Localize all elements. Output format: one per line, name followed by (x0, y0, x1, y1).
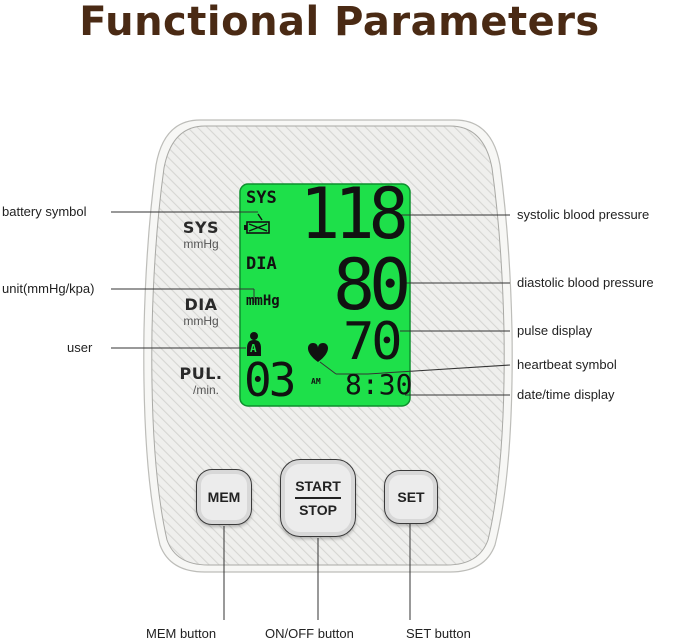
callout-unit: unit(mmHg/kpa) (2, 281, 95, 296)
device-dia-main: DIA (184, 295, 218, 314)
device-pul-unit: /min. (192, 383, 219, 397)
lcd-systolic-value: 118 (300, 173, 409, 255)
device-pul-main: PUL. (179, 364, 223, 383)
callout-set-button: SET button (406, 626, 471, 641)
start-stop-divider (295, 497, 341, 499)
mem-button-label: MEM (207, 489, 241, 505)
battery-icon (244, 213, 270, 234)
lcd-diastolic-value: 80 (333, 244, 411, 326)
lcd-dia-label: DIA (246, 254, 277, 274)
start-stop-button[interactable]: START STOP (280, 459, 356, 537)
lcd-user-letter: A (250, 342, 257, 355)
device-sys-label: SYS mmHg (168, 218, 234, 251)
device-sys-unit: mmHg (183, 237, 219, 251)
lcd-unit-label: mmHg (246, 293, 280, 309)
callout-datetime: date/time display (517, 387, 615, 402)
heart-icon (307, 343, 329, 362)
stop-label: STOP (299, 501, 337, 518)
set-button[interactable]: SET (384, 470, 438, 524)
device-dia-unit: mmHg (183, 314, 219, 328)
start-label: START (295, 478, 341, 495)
callout-battery-symbol: battery symbol (2, 204, 87, 219)
lcd-ampm: AM (311, 377, 321, 386)
callout-mem-button: MEM button (146, 626, 217, 641)
callout-user: user (67, 340, 93, 355)
callout-onoff-button: ON/OFF button (265, 626, 354, 641)
callout-diastolic: diastolic blood pressure (517, 275, 654, 290)
lcd-pulse-value: 70 (343, 312, 403, 372)
callout-heartbeat: heartbeat symbol (517, 357, 617, 372)
lcd-screen (239, 183, 411, 407)
lcd-sys-label: SYS (246, 188, 277, 208)
user-icon (247, 332, 261, 356)
device-dia-label: DIA mmHg (168, 295, 234, 328)
callout-pulse: pulse display (517, 323, 593, 338)
mem-button[interactable]: MEM (196, 469, 252, 525)
callout-systolic: systolic blood pressure (517, 207, 650, 222)
device-pul-label: PUL. /min. (168, 364, 234, 397)
lcd-memory-number: 03 (244, 353, 296, 407)
lcd-time: 8:30 (345, 368, 413, 401)
page-title: Functional Parameters (79, 0, 600, 45)
set-button-label: SET (397, 489, 425, 505)
callout-lines (111, 211, 511, 620)
device-sys-main: SYS (182, 218, 220, 237)
